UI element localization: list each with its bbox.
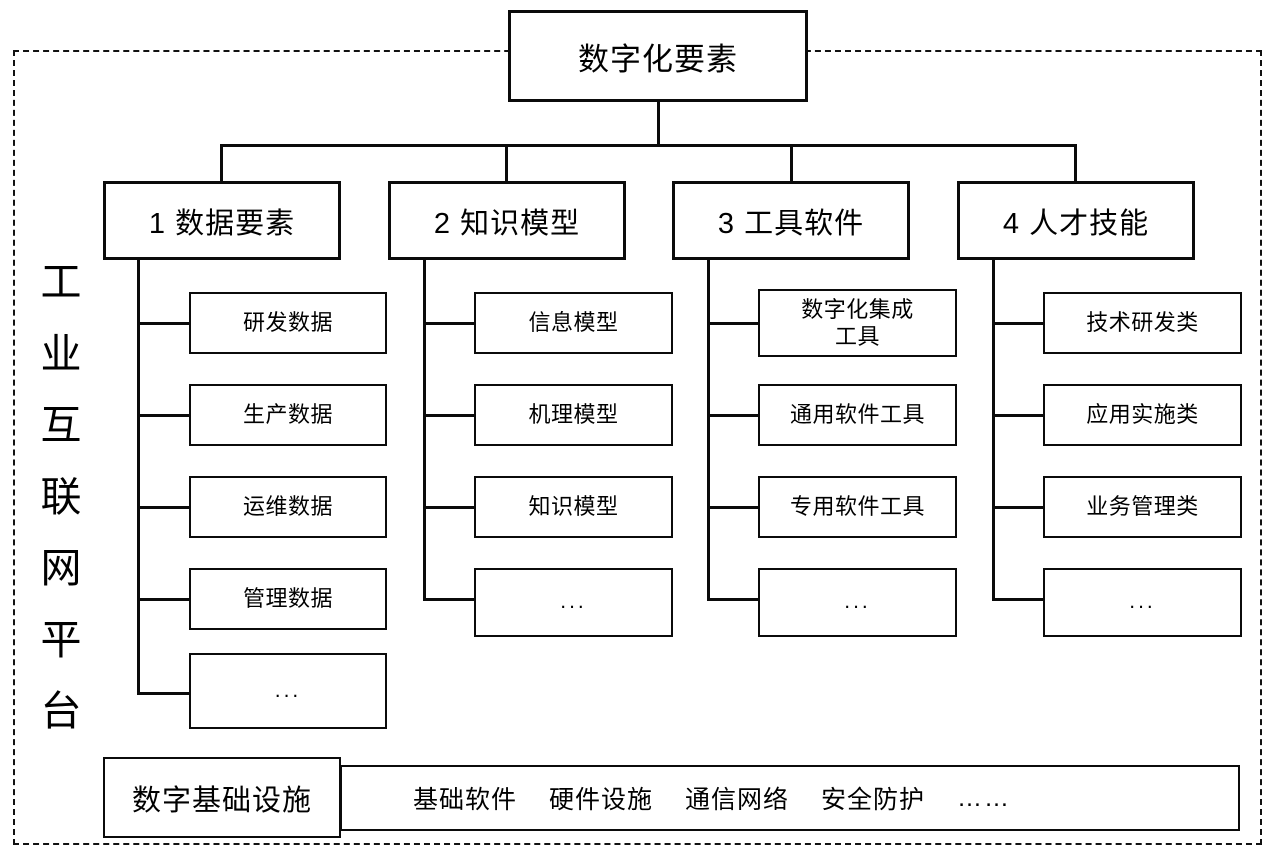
platform-label-char-0: 工 [40, 259, 82, 305]
connector-spine-4 [992, 260, 995, 598]
connector-branch-2-2 [423, 414, 477, 417]
platform-label-char-5: 平 [40, 616, 82, 663]
leaf-node-1-4[interactable]: 管理数据 [189, 568, 387, 630]
connector-bus [221, 144, 1077, 147]
platform-label-char-1: 业 [40, 330, 82, 377]
connector-branch-4-2 [992, 414, 1046, 417]
leaf-node-2-2[interactable]: 机理模型 [474, 384, 673, 446]
leaf-node-3-4[interactable]: ... [758, 568, 957, 637]
platform-label-char-3: 联 [40, 473, 82, 520]
infrastructure-bar[interactable]: 基础软件 硬件设施 通信网络 安全防护 …… [340, 765, 1240, 831]
connector-branch-2-4 [423, 598, 477, 601]
leaf-node-2-3[interactable]: 知识模型 [474, 476, 673, 538]
connector-spine-2 [423, 260, 426, 598]
category-node-1[interactable]: 1 数据要素 [103, 181, 341, 260]
category-node-3[interactable]: 3 工具软件 [672, 181, 910, 260]
root-node[interactable]: 数字化要素 [508, 10, 808, 102]
infrastructure-item-2[interactable]: 通信网络 [685, 786, 790, 814]
connector-branch-1-5 [137, 692, 191, 695]
connector-spine-1 [137, 260, 140, 694]
infrastructure-label[interactable]: 数字基础设施 [103, 757, 341, 838]
infrastructure-item-list: 基础软件 硬件设施 通信网络 安全防护 …… [413, 780, 1011, 816]
leaf-node-4-4[interactable]: ... [1043, 568, 1242, 637]
leaf-node-1-5[interactable]: ... [189, 653, 387, 729]
connector-drop-3 [790, 144, 793, 182]
leaf-node-3-2[interactable]: 通用软件工具 [758, 384, 957, 446]
connector-branch-4-4 [992, 598, 1046, 601]
leaf-node-1-2[interactable]: 生产数据 [189, 384, 387, 446]
connector-branch-2-3 [423, 506, 477, 509]
leaf-node-1-1[interactable]: 研发数据 [189, 292, 387, 354]
category-node-2[interactable]: 2 知识模型 [388, 181, 626, 260]
leaf-node-4-3[interactable]: 业务管理类 [1043, 476, 1242, 538]
connector-branch-1-3 [137, 506, 191, 509]
infrastructure-item-1[interactable]: 硬件设施 [548, 786, 653, 814]
leaf-node-1-3[interactable]: 运维数据 [189, 476, 387, 538]
connector-branch-4-3 [992, 506, 1046, 509]
infrastructure-item-4: …… [957, 783, 1012, 812]
platform-label-char-6: 台 [40, 688, 82, 734]
platform-vertical-label: 工 业 互 联 网 平 台 [30, 262, 92, 732]
connector-drop-1 [220, 144, 223, 182]
leaf-node-3-3[interactable]: 专用软件工具 [758, 476, 957, 538]
connector-branch-3-3 [707, 506, 761, 509]
leaf-node-2-1[interactable]: 信息模型 [474, 292, 673, 354]
platform-label-char-2: 互 [40, 402, 82, 448]
category-node-4[interactable]: 4 人才技能 [957, 181, 1195, 260]
leaf-node-4-2[interactable]: 应用实施类 [1043, 384, 1242, 446]
infrastructure-item-3[interactable]: 安全防护 [821, 786, 926, 814]
connector-branch-3-4 [707, 598, 761, 601]
connector-branch-3-2 [707, 414, 761, 417]
infrastructure-item-0[interactable]: 基础软件 [412, 786, 517, 814]
connector-drop-4 [1074, 144, 1077, 182]
connector-branch-1-2 [137, 414, 191, 417]
connector-branch-4-1 [992, 322, 1046, 325]
connector-root-stem [657, 102, 660, 146]
connector-branch-2-1 [423, 322, 477, 325]
connector-branch-1-1 [137, 322, 191, 325]
connector-spine-3 [707, 260, 710, 598]
leaf-node-2-4[interactable]: ... [474, 568, 673, 637]
connector-branch-1-4 [137, 598, 191, 601]
leaf-node-3-1[interactable]: 数字化集成工具 [758, 289, 957, 357]
leaf-node-4-1[interactable]: 技术研发类 [1043, 292, 1242, 354]
connector-branch-3-1 [707, 322, 761, 325]
platform-label-char-4: 网 [40, 545, 82, 591]
connector-drop-2 [505, 144, 508, 182]
